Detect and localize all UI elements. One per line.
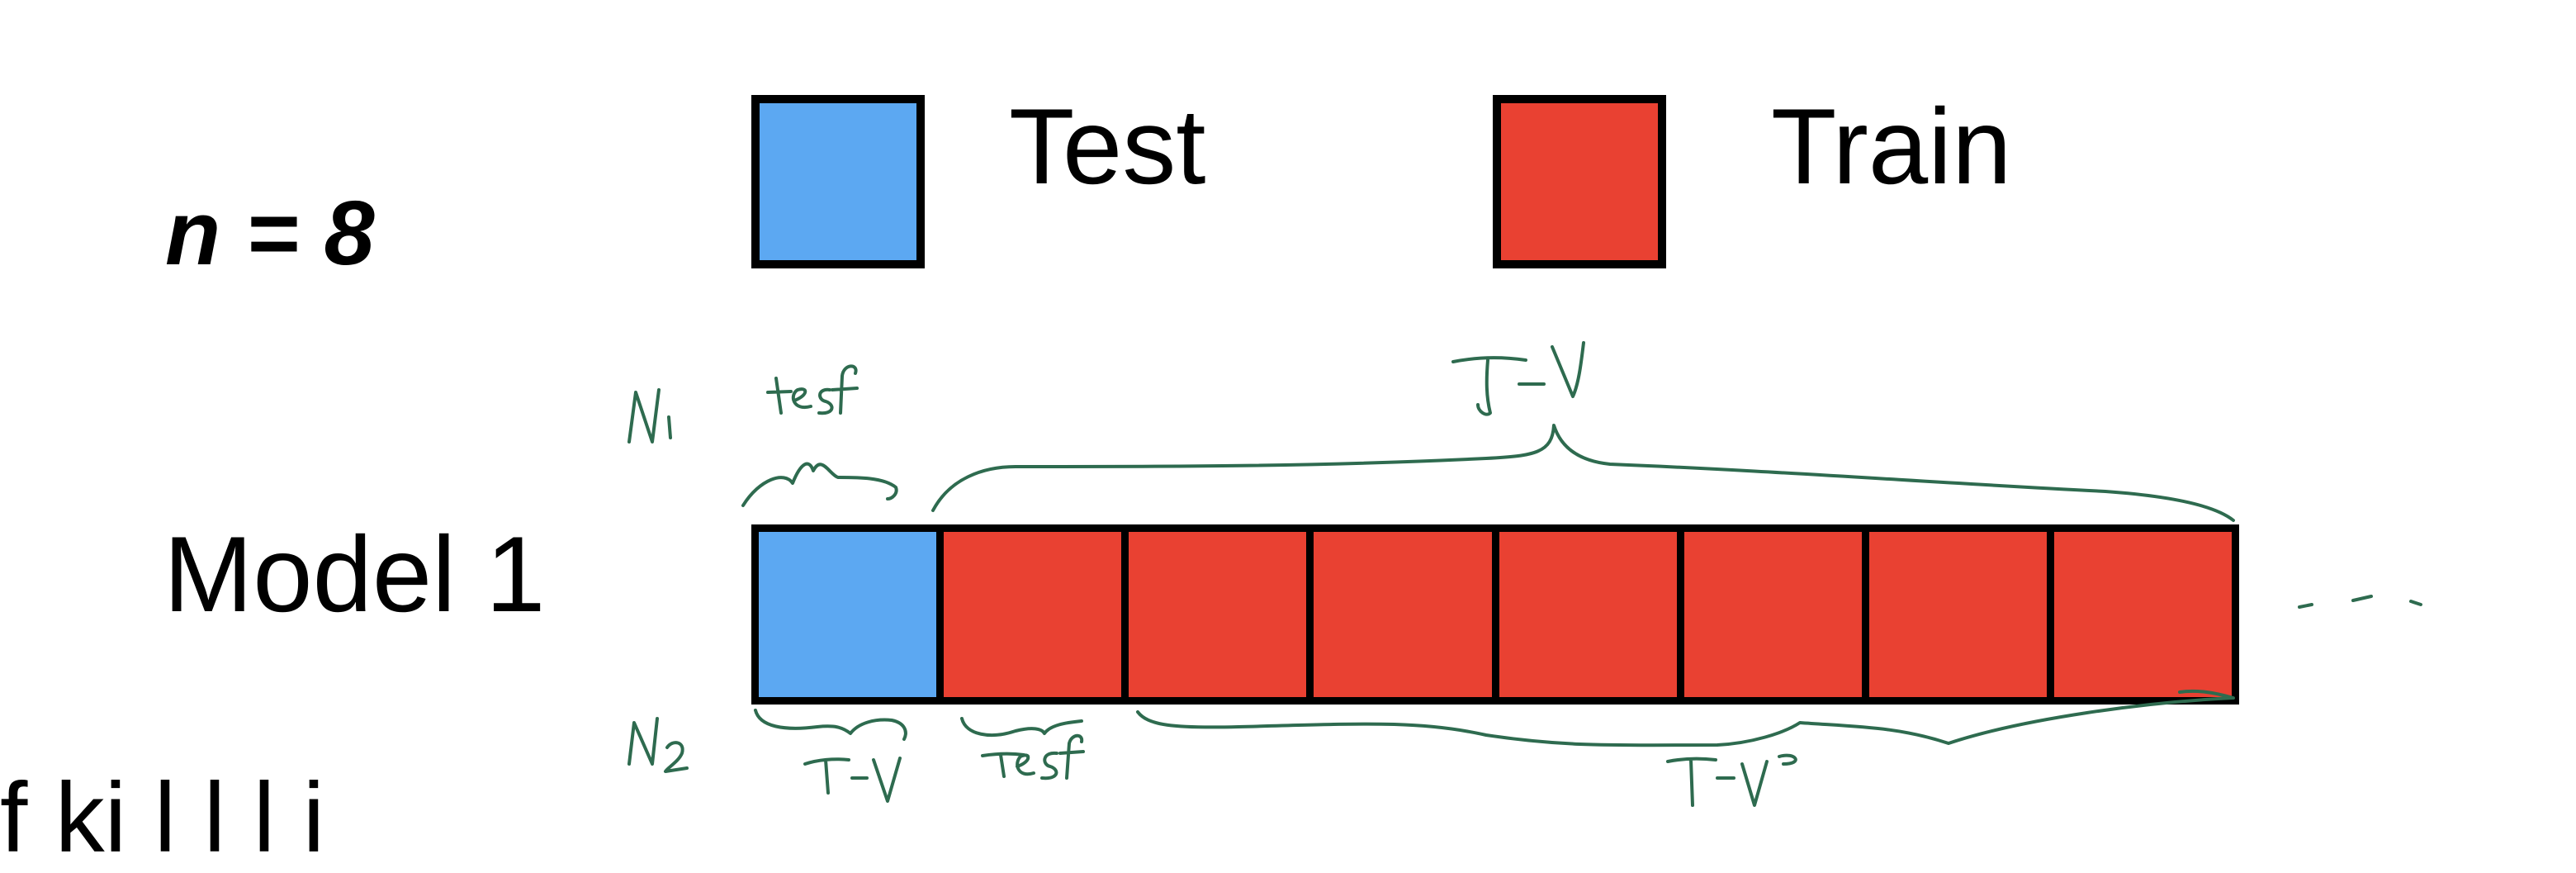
fold-cells-row: [751, 524, 2239, 705]
fold-cell-train-5: [1499, 532, 1677, 697]
handwritten-n1: [627, 388, 672, 444]
legend-swatch-test: [751, 95, 925, 268]
fold-cell-train-8: [2053, 532, 2232, 697]
cropped-bottom-text: f ki l l l i: [0, 762, 325, 873]
fold-cell-train-4: [1314, 532, 1492, 697]
legend-label-test: Test: [1009, 86, 1206, 206]
handwritten-test-top: [766, 364, 859, 415]
legend-label-train: Train: [1771, 86, 2012, 206]
fold-cell-train-7: [1868, 532, 2047, 697]
sample-size-label: n = 8: [165, 183, 375, 284]
handwritten-ellipsis: [2298, 595, 2422, 609]
handwritten-n2: [627, 717, 689, 773]
brace-test-bottom: [754, 709, 907, 741]
handwritten-tv-top: [1451, 341, 1585, 416]
model-label: Model 1: [163, 514, 546, 634]
fold-cell-test-1: [759, 532, 937, 697]
legend-swatch-train: [1493, 95, 1666, 268]
handwritten-test-bottom: [981, 733, 1085, 780]
handwritten-tv-bottom-left: [803, 757, 902, 803]
brace-test-bottom-2: [960, 717, 1083, 737]
handwritten-tv-bottom-right: [1666, 753, 1797, 807]
fold-cell-train-2: [944, 532, 1122, 697]
brace-test-top: [741, 462, 898, 507]
fold-cell-train-3: [1129, 532, 1307, 697]
fold-cell-train-6: [1683, 532, 1862, 697]
brace-train-top: [931, 424, 2235, 522]
